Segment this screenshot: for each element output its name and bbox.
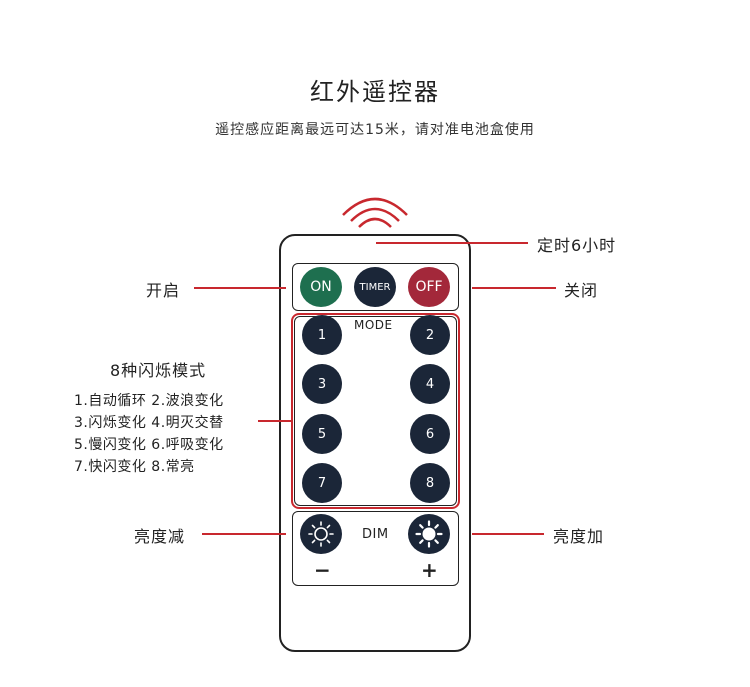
power-timer-panel: [292, 263, 459, 311]
plus-sign: +: [421, 558, 438, 582]
dim-panel: [292, 511, 459, 586]
mode-highlight-frame: [291, 313, 460, 509]
mode-panel: [294, 316, 457, 506]
mode-description-line: 3.闪烁变化 4.明灭交替: [74, 415, 224, 431]
mode-button-8[interactable]: 8: [410, 463, 450, 503]
dim-down-button[interactable]: [300, 514, 342, 554]
page-title: 红外遥控器: [310, 78, 440, 106]
ir-signal-icon: [342, 197, 408, 228]
callout-dim-down-label: 亮度减: [134, 527, 186, 546]
callout-line-dim-down: [202, 533, 286, 535]
callout-line-on: [194, 287, 286, 289]
callout-line-off: [472, 287, 556, 289]
mode-description-line: 1.自动循环 2.波浪变化: [74, 393, 224, 409]
callout-off-label: 关闭: [564, 281, 599, 300]
mode-button-4[interactable]: 4: [410, 364, 450, 404]
dim-label: DIM: [362, 527, 389, 542]
page-subtitle: 遥控感应距离最远可达15米，请对准电池盒使用: [215, 122, 535, 138]
minus-sign: −: [314, 558, 331, 582]
timer-button[interactable]: TIMER: [354, 267, 396, 307]
mode-description-line: 5.慢闪变化 6.呼吸变化: [74, 437, 224, 453]
mode-description-line: 7.快闪变化 8.常亮: [74, 459, 195, 475]
mode-button-3[interactable]: 3: [302, 364, 342, 404]
mode-button-2[interactable]: 2: [410, 315, 450, 355]
mode-button-6[interactable]: 6: [410, 414, 450, 454]
remote-body: [279, 234, 471, 652]
callout-line-modes: [258, 420, 292, 422]
callout-timer-label: 定时6小时: [537, 236, 617, 255]
callout-on-label: 开启: [146, 281, 181, 300]
sun-filled-icon: [415, 520, 443, 548]
modes-title: 8种闪烁模式: [110, 361, 207, 380]
mode-button-7[interactable]: 7: [302, 463, 342, 503]
on-button[interactable]: ON: [300, 267, 342, 307]
mode-label: MODE: [354, 318, 393, 332]
off-button[interactable]: OFF: [408, 267, 450, 307]
callout-line-timer: [376, 242, 528, 244]
mode-button-5[interactable]: 5: [302, 414, 342, 454]
callout-dim-up-label: 亮度加: [553, 527, 605, 546]
mode-button-1[interactable]: 1: [302, 315, 342, 355]
callout-line-dim-up: [472, 533, 544, 535]
sun-outline-icon: [308, 521, 334, 547]
dim-up-button[interactable]: [408, 514, 450, 554]
